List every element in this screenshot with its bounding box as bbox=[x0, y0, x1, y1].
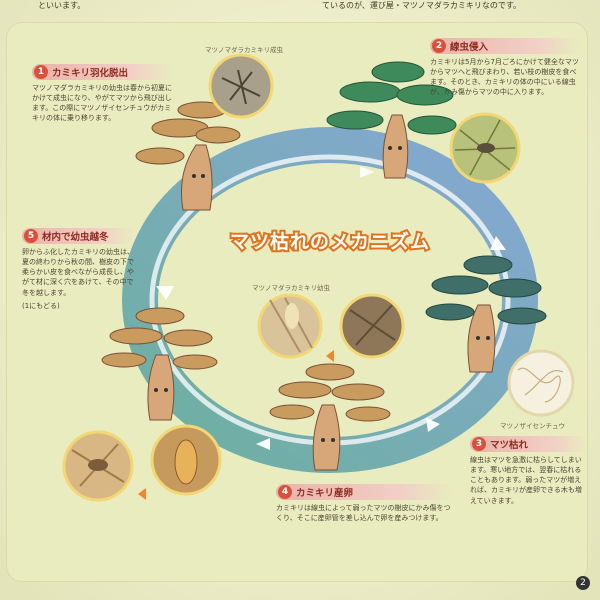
pine-tree-withered-3 bbox=[101, 307, 218, 421]
caption-nematode: マツノザイセンチュウ bbox=[500, 422, 565, 430]
step-4-title: カミキリ産卵 bbox=[296, 488, 354, 499]
orange-arrow-larva bbox=[326, 350, 334, 362]
caption-larva: マツノマダラカミキリ幼虫 bbox=[252, 284, 330, 292]
step-3-body: 線虫はマツを急激に枯らしてしまいます。寒い地方では、翌春に枯れることもあります。… bbox=[470, 456, 582, 505]
step-1-heading: 1 カミキリ羽化脱出 bbox=[32, 64, 174, 80]
step-2-number: 2 bbox=[432, 39, 446, 53]
orange-arrow-bottom-left bbox=[138, 488, 146, 500]
caption-adult-beetle: マツノマダラカミキリ成虫 bbox=[205, 46, 283, 54]
photo-beetle-on-needles bbox=[449, 112, 521, 184]
ring-arrow-bottom-right bbox=[426, 418, 440, 432]
step-4-body: カミキリは線虫によって弱ったマツの樹皮にかみ傷をつくり、そこに産卵管を差し込んで… bbox=[276, 504, 451, 523]
photo-larva-bark bbox=[339, 293, 405, 359]
ring-arrow-left bbox=[156, 286, 174, 300]
step-1-title: カミキリ羽化脱出 bbox=[52, 68, 129, 79]
step-4-heading: 4 カミキリ産卵 bbox=[276, 484, 454, 500]
step-2-title: 線虫侵入 bbox=[450, 42, 489, 53]
photo-larva-in-wood bbox=[257, 293, 323, 359]
pine-tree-withered-2 bbox=[269, 363, 391, 471]
photo-nematode bbox=[507, 349, 575, 417]
step-1: 1 カミキリ羽化脱出 マツノマダラカミキリの幼虫は春から初夏にかけて成虫になり、… bbox=[32, 64, 174, 124]
header-left-text: といいます。 bbox=[38, 1, 86, 10]
step-4-number: 4 bbox=[278, 485, 292, 499]
photo-larva-burrow bbox=[62, 430, 134, 502]
step-5-title: 材内で幼虫越冬 bbox=[42, 232, 109, 243]
step-1-number: 1 bbox=[34, 65, 48, 79]
photo-larva-closeup bbox=[150, 424, 222, 496]
step-3-number: 3 bbox=[472, 437, 486, 451]
step-5-body: 卵からふ化したカミキリの幼虫は、夏の終わりから秋の間、樹皮の下で柔らかい皮を食べ… bbox=[22, 248, 134, 297]
page-number: 2 bbox=[576, 576, 590, 590]
pine-tree-withering-1 bbox=[135, 101, 241, 211]
pine-tree-healthy bbox=[326, 61, 457, 179]
pine-tree-infected bbox=[425, 255, 547, 373]
ring-arrow-bottom bbox=[256, 438, 270, 450]
cycle-title-group: マツ枯れのメカニズム bbox=[228, 228, 431, 255]
step-3-heading: 3 マツ枯れ bbox=[470, 436, 588, 452]
step-5-number: 5 bbox=[24, 229, 38, 243]
ring-arrow-right bbox=[490, 236, 506, 250]
ring-arrow-top bbox=[360, 166, 374, 178]
header-right-text: ているのが、運び屋・マツノマダラカミキリなのです。 bbox=[322, 1, 522, 10]
step-4: 4 カミキリ産卵 カミキリは線虫によって弱ったマツの樹皮にかみ傷をつくり、そこに… bbox=[276, 484, 454, 523]
step-5-note: (1にもどる) bbox=[22, 301, 60, 310]
step-5-heading: 5 材内で幼虫越冬 bbox=[22, 228, 134, 244]
step-2-body: カミキリは5月から7月ごろにかけて健全なマツからマツへと飛びまわり、若い枝の樹皮… bbox=[430, 58, 579, 97]
step-3-title: マツ枯れ bbox=[490, 440, 529, 451]
step-2-heading: 2 線虫侵入 bbox=[430, 38, 580, 54]
photo-adult-beetle bbox=[208, 53, 274, 119]
step-2: 2 線虫侵入 カミキリは5月から7月ごろにかけて健全なマツからマツへと飛びまわり… bbox=[430, 38, 580, 98]
cycle-title: マツ枯れのメカニズム bbox=[230, 230, 430, 253]
step-3: 3 マツ枯れ 線虫はマツを急激に枯らしてしまいます。寒い地方では、翌春に枯れるこ… bbox=[470, 436, 588, 506]
step-5: 5 材内で幼虫越冬 卵からふ化したカミキリの幼虫は、夏の終わりから秋の間、樹皮の… bbox=[22, 228, 134, 311]
step-1-body: マツノマダラカミキリの幼虫は春から初夏にかけて成虫になり、やがてマツから飛び出し… bbox=[32, 84, 172, 123]
